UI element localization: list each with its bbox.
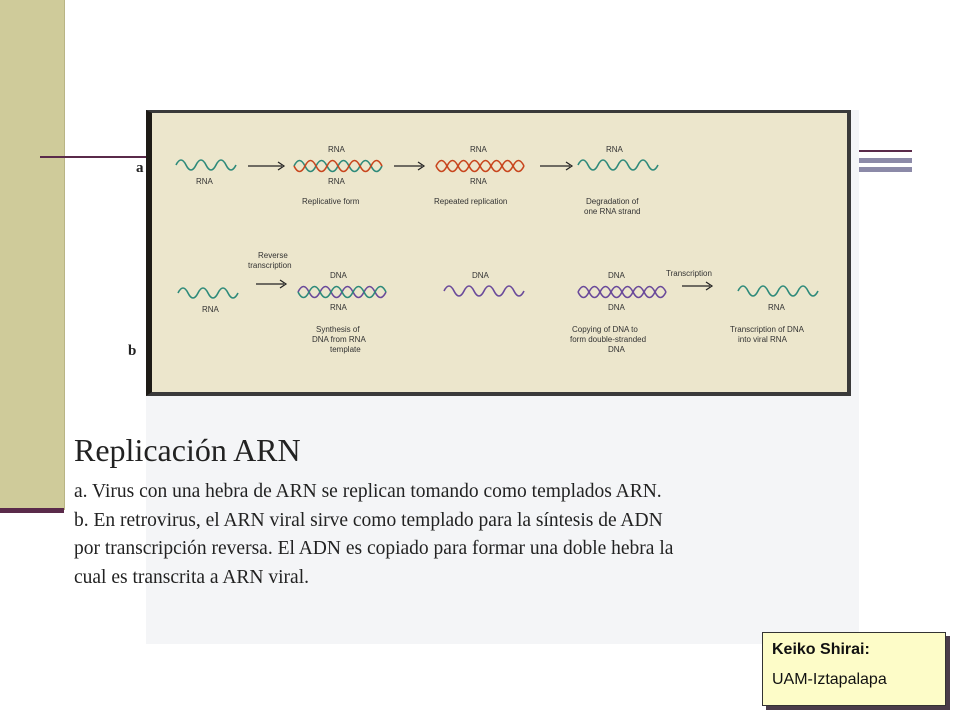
dna-single-strand-b3 <box>443 285 525 297</box>
caption-line: b. En retrovirus, el ARN viral sirve com… <box>74 509 663 531</box>
replication-diagram: RNA RNA RNA Replicative form RNA RNA Rep… <box>146 110 851 396</box>
label-rna: RNA <box>196 177 213 186</box>
caption-copying-1: Copying of DNA to <box>572 325 638 334</box>
arrow-a1 <box>248 161 286 171</box>
slide-title: Replicación ARN <box>74 432 301 468</box>
slide-sidebar <box>0 0 65 510</box>
caption-copying-2: form double-stranded <box>570 335 647 344</box>
caption-degradation-2: one RNA strand <box>584 207 641 216</box>
caption-line: a. Virus con una hebra de ARN se replica… <box>74 481 662 502</box>
label-rna-bottom: RNA <box>470 177 487 186</box>
author-credit-box: Keiko Shirai: UAM-Iztapalapa <box>762 632 946 706</box>
arrow-a2 <box>394 161 426 171</box>
caption-transcription-2: into viral RNA <box>738 335 787 344</box>
rna-single-strand-b5 <box>737 285 819 297</box>
label-rna-bottom: RNA <box>330 303 347 312</box>
caption-degradation-1: Degradation of <box>586 197 639 206</box>
caption-line: cual es transcrita a ARN viral. <box>74 566 309 588</box>
decorative-bars <box>858 150 912 176</box>
rna-single-strand-a1 <box>175 159 237 171</box>
decorative-line <box>40 156 150 158</box>
author-affiliation: UAM-Iztapalapa <box>772 671 887 688</box>
arrow-a3 <box>540 161 574 171</box>
caption-synthesis-1: Synthesis of <box>316 325 360 334</box>
label-rna-top: RNA <box>606 145 623 154</box>
arrow-label-transcription: transcription <box>248 261 292 270</box>
row-letter-a: a <box>136 160 144 176</box>
caption-repeated-replication: Repeated replication <box>434 197 508 206</box>
caption-line: por transcripción reversa. El ADN es cop… <box>74 538 674 559</box>
label-dna-top: DNA <box>608 271 625 280</box>
rna-single-strand-a4 <box>577 159 659 171</box>
arrow-b5 <box>682 281 714 291</box>
label-dna-bottom: DNA <box>608 303 625 312</box>
arrow-label-reverse: Reverse <box>258 251 288 260</box>
author-name: Keiko Shirai: <box>772 641 870 658</box>
double-strand-a3 <box>435 159 525 173</box>
double-strand-b4 <box>577 285 667 299</box>
row-letter-b: b <box>128 343 137 359</box>
caption-replicative-form: Replicative form <box>302 197 360 206</box>
caption-copying-3: DNA <box>608 345 625 354</box>
double-strand-a2 <box>293 159 383 173</box>
slide-caption: a. Virus con una hebra de ARN se replica… <box>74 478 864 592</box>
label-rna-bottom: RNA <box>328 177 345 186</box>
arrow-b1 <box>256 279 288 289</box>
label-rna-top: RNA <box>328 145 345 154</box>
label-rna: RNA <box>768 303 785 312</box>
caption-synthesis-3: template <box>330 345 361 354</box>
label-rna-top: RNA <box>470 145 487 154</box>
arrow-label-transcription: Transcription <box>666 269 712 278</box>
label-rna: RNA <box>202 305 219 314</box>
double-strand-b2 <box>297 285 387 299</box>
sidebar-accent <box>0 508 64 513</box>
label-dna: DNA <box>472 271 489 280</box>
caption-transcription-1: Transcription of DNA <box>730 325 804 334</box>
caption-synthesis-2: DNA from RNA <box>312 335 366 344</box>
label-dna-top: DNA <box>330 271 347 280</box>
rna-single-strand-b1 <box>177 287 239 299</box>
